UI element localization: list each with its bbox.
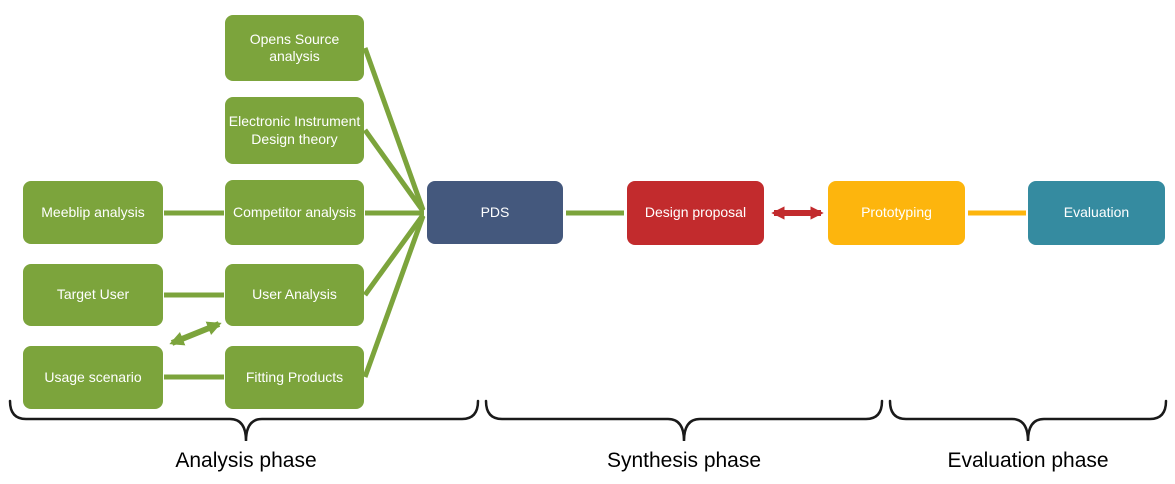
box-pds: PDS bbox=[427, 181, 563, 244]
box-user-analysis: User Analysis bbox=[225, 264, 364, 326]
box-label-competitor-analysis: Competitor analysis bbox=[233, 203, 356, 220]
box-label-meeblip-analysis: Meeblip analysis bbox=[41, 203, 145, 220]
connector-opens-source-pds bbox=[362, 47, 426, 211]
box-prototyping: Prototyping bbox=[828, 181, 965, 245]
box-label-prototyping: Prototyping bbox=[861, 204, 932, 221]
box-label-user-analysis: User Analysis bbox=[252, 286, 337, 303]
arrow-usage-user-analysis bbox=[169, 321, 222, 346]
box-label-design-proposal: Design proposal bbox=[644, 204, 747, 221]
brace-synthesis-phase bbox=[484, 399, 884, 442]
phase-label-analysis: Analysis phase bbox=[175, 449, 317, 472]
connector-eid-theory-pds bbox=[362, 128, 426, 213]
box-label-usage-scenario: Usage scenario bbox=[44, 368, 142, 385]
box-label-fitting-products: Fitting Products bbox=[245, 368, 344, 385]
box-usage-scenario: Usage scenario bbox=[23, 346, 163, 409]
box-label-target-user: Target User bbox=[56, 286, 130, 303]
connector-user-analysis-pds bbox=[362, 213, 426, 297]
brace-analysis-phase bbox=[8, 399, 480, 442]
box-label-opens-source-analysis: Opens Source analysis bbox=[249, 30, 340, 65]
box-label-electronic-instrument-design-theory: Electronic Instrument Design theory bbox=[228, 113, 361, 147]
box-evaluation: Evaluation bbox=[1028, 181, 1165, 245]
phase-label-synthesis: Synthesis phase bbox=[606, 449, 762, 472]
phase-label-evaluation: Evaluation phase bbox=[947, 449, 1109, 472]
box-label-evaluation: Evaluation bbox=[1063, 204, 1130, 221]
box-meeblip-analysis: Meeblip analysis bbox=[23, 181, 163, 244]
box-competitor-analysis: Competitor analysis bbox=[225, 180, 364, 245]
box-opens-source-analysis: Opens Source analysis bbox=[225, 15, 364, 81]
connector-fitting-products-pds bbox=[362, 215, 426, 378]
box-fitting-products: Fitting Products bbox=[225, 346, 364, 409]
brace-evaluation-phase bbox=[888, 399, 1168, 442]
box-label-pds: PDS bbox=[480, 203, 510, 220]
box-target-user: Target User bbox=[23, 264, 163, 326]
box-design-proposal: Design proposal bbox=[627, 181, 764, 245]
box-electronic-instrument-design-theory: Electronic Instrument Design theory bbox=[225, 97, 364, 164]
